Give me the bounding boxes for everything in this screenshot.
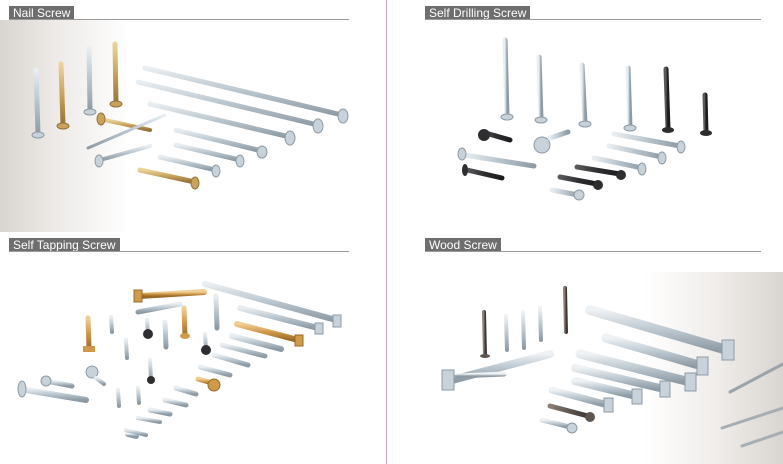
self-tapping-screw-panel: Self Tapping Screw [0, 232, 385, 464]
wood-screw-panel: Wood Screw [392, 232, 783, 464]
nail-screw-panel: Nail Screw [0, 0, 385, 232]
section-header: Self Drilling Screw [425, 6, 531, 20]
section-header: Wood Screw [425, 238, 501, 252]
self-drilling-screw-panel: Self Drilling Screw [392, 0, 783, 232]
section-title: Self Drilling Screw [425, 6, 531, 20]
section-title: Wood Screw [425, 238, 501, 252]
section-header: Self Tapping Screw [9, 238, 120, 252]
header-rule [425, 251, 761, 252]
backdrop-texture [643, 272, 783, 464]
self-drilling-screw-photo [457, 37, 712, 201]
section-header: Nail Screw [9, 6, 75, 20]
section-title: Nail Screw [9, 6, 75, 20]
quadrant-divider [386, 0, 387, 464]
section-title: Self Tapping Screw [9, 238, 120, 252]
header-rule [425, 19, 761, 20]
header-rule [9, 19, 349, 20]
nail-screw-photo [31, 41, 349, 190]
self-tapping-screw-photo [17, 281, 342, 439]
header-rule [9, 251, 349, 252]
wood-screw-photo [441, 286, 783, 448]
